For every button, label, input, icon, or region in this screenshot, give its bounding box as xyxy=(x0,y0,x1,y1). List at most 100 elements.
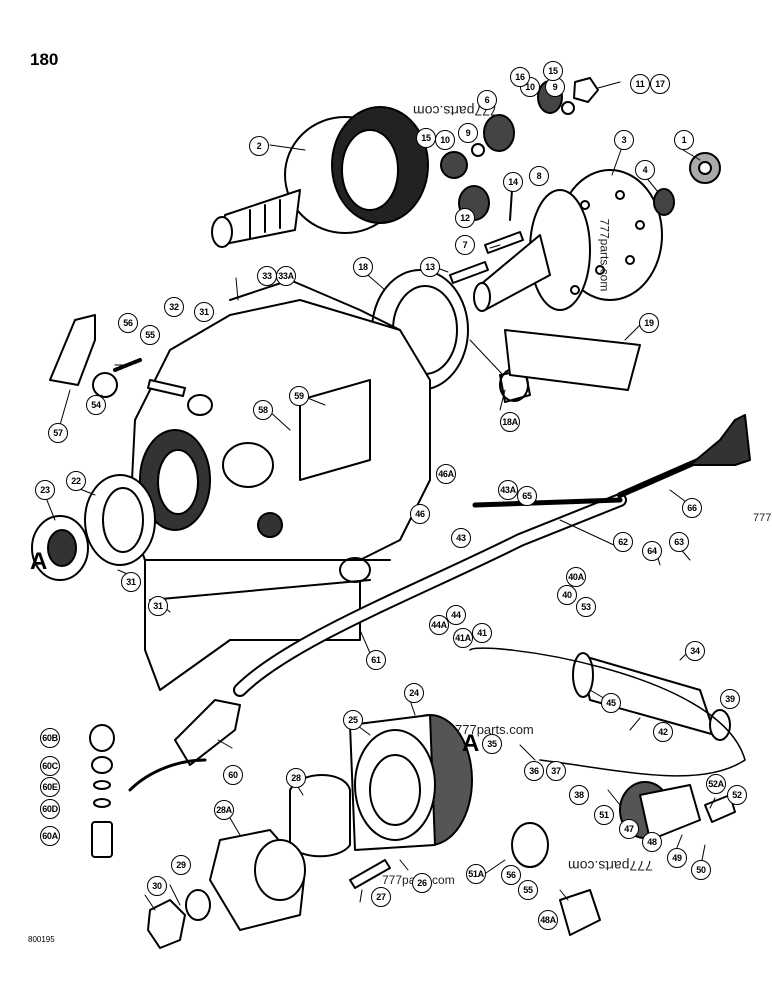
callout: 53 xyxy=(576,597,596,617)
watermark: 777parts.com xyxy=(455,722,534,737)
callout: 36 xyxy=(524,761,544,781)
callout: 29 xyxy=(171,855,191,875)
callout: 46A xyxy=(436,464,456,484)
callout: 48 xyxy=(642,832,662,852)
callout: 18 xyxy=(353,257,373,277)
callout: 33 xyxy=(257,266,277,286)
callout: 6 xyxy=(477,90,497,110)
callout: 13 xyxy=(420,257,440,277)
pump-cover xyxy=(511,781,736,936)
callout: 28 xyxy=(286,768,306,788)
callout: 62 xyxy=(613,532,633,552)
shift-lever xyxy=(472,414,751,508)
callout: 61 xyxy=(366,650,386,670)
callout: 31 xyxy=(121,572,141,592)
bracket-and-spring xyxy=(49,314,186,398)
callout: 65 xyxy=(517,486,537,506)
callout: 15 xyxy=(416,128,436,148)
callout: 44A xyxy=(429,615,449,635)
callout: 41 xyxy=(472,623,492,643)
fitting-set xyxy=(89,724,115,858)
callout: 7 xyxy=(455,235,475,255)
pinion-gears xyxy=(440,77,721,221)
output-housing xyxy=(289,714,473,858)
callout: 57 xyxy=(48,423,68,443)
callout: 32 xyxy=(164,297,184,317)
callout: 47 xyxy=(619,819,639,839)
callout: 16 xyxy=(510,67,530,87)
callout: 40 xyxy=(557,585,577,605)
callout: 24 xyxy=(404,683,424,703)
pins xyxy=(449,189,524,284)
callout: 52A xyxy=(706,774,726,794)
callout: 8 xyxy=(529,166,549,186)
callout: 66 xyxy=(682,498,702,518)
callout: 46 xyxy=(410,504,430,524)
section-marker: A xyxy=(30,548,48,575)
callout: 23 xyxy=(35,480,55,500)
callout: 60E xyxy=(40,777,60,797)
callout: 55 xyxy=(518,880,538,900)
callout: 44 xyxy=(446,605,466,625)
watermark: 777 xyxy=(753,512,772,524)
callout: 9 xyxy=(458,123,478,143)
planet-carrier-shaft xyxy=(211,106,429,248)
callout: 55 xyxy=(140,325,160,345)
callout: 52 xyxy=(727,785,747,805)
callout: 18A xyxy=(500,412,520,432)
callout: 17 xyxy=(650,74,670,94)
callout: 51 xyxy=(594,805,614,825)
callout: 12 xyxy=(455,208,475,228)
shield-plate xyxy=(504,329,641,391)
callout: 42 xyxy=(653,722,673,742)
carrier-hub xyxy=(473,169,663,312)
callout: 51A xyxy=(466,864,486,884)
callout: 56 xyxy=(501,865,521,885)
callout: 31 xyxy=(148,596,168,616)
callout: 40A xyxy=(566,567,586,587)
callout: 4 xyxy=(635,160,655,180)
callout: 27 xyxy=(371,887,391,907)
callout: 43A xyxy=(498,480,518,500)
callout: 22 xyxy=(66,471,86,491)
page-number: 180 xyxy=(30,50,59,69)
callout: 3 xyxy=(614,130,634,150)
hose-and-fitting xyxy=(128,493,627,792)
callout: 37 xyxy=(546,761,566,781)
callout: 33A xyxy=(276,266,296,286)
callout: 60 xyxy=(223,765,243,785)
callout: 19 xyxy=(639,313,659,333)
callout: 30 xyxy=(147,876,167,896)
callout: 64 xyxy=(642,541,662,561)
callout: 11 xyxy=(630,74,650,94)
callout: 58 xyxy=(253,400,273,420)
callout: 41A xyxy=(453,628,473,648)
callout: 34 xyxy=(685,641,705,661)
callout: 26 xyxy=(412,873,432,893)
callout: 60A xyxy=(40,826,60,846)
watermark: 777parts.com xyxy=(568,858,653,874)
callout: 10 xyxy=(435,130,455,150)
callout: 63 xyxy=(669,532,689,552)
yoke-and-nut xyxy=(147,829,391,949)
callout: 39 xyxy=(720,689,740,709)
callout: 60C xyxy=(40,756,60,776)
valve-stem xyxy=(469,647,746,777)
callout: 45 xyxy=(601,693,621,713)
transmission-housing xyxy=(129,279,431,691)
callout: 38 xyxy=(569,785,589,805)
callout: 49 xyxy=(667,848,687,868)
callout: 2 xyxy=(249,136,269,156)
callout: 60D xyxy=(40,799,60,819)
callout: 54 xyxy=(86,395,106,415)
drawing-code: 800195 xyxy=(28,935,55,944)
callout: 25 xyxy=(343,710,363,730)
watermark: 777parts.com xyxy=(597,218,612,292)
callout: 48A xyxy=(538,910,558,930)
callout: 50 xyxy=(691,860,711,880)
section-marker: A xyxy=(462,730,480,757)
callout: 43 xyxy=(451,528,471,548)
callout: 15 xyxy=(543,61,563,81)
